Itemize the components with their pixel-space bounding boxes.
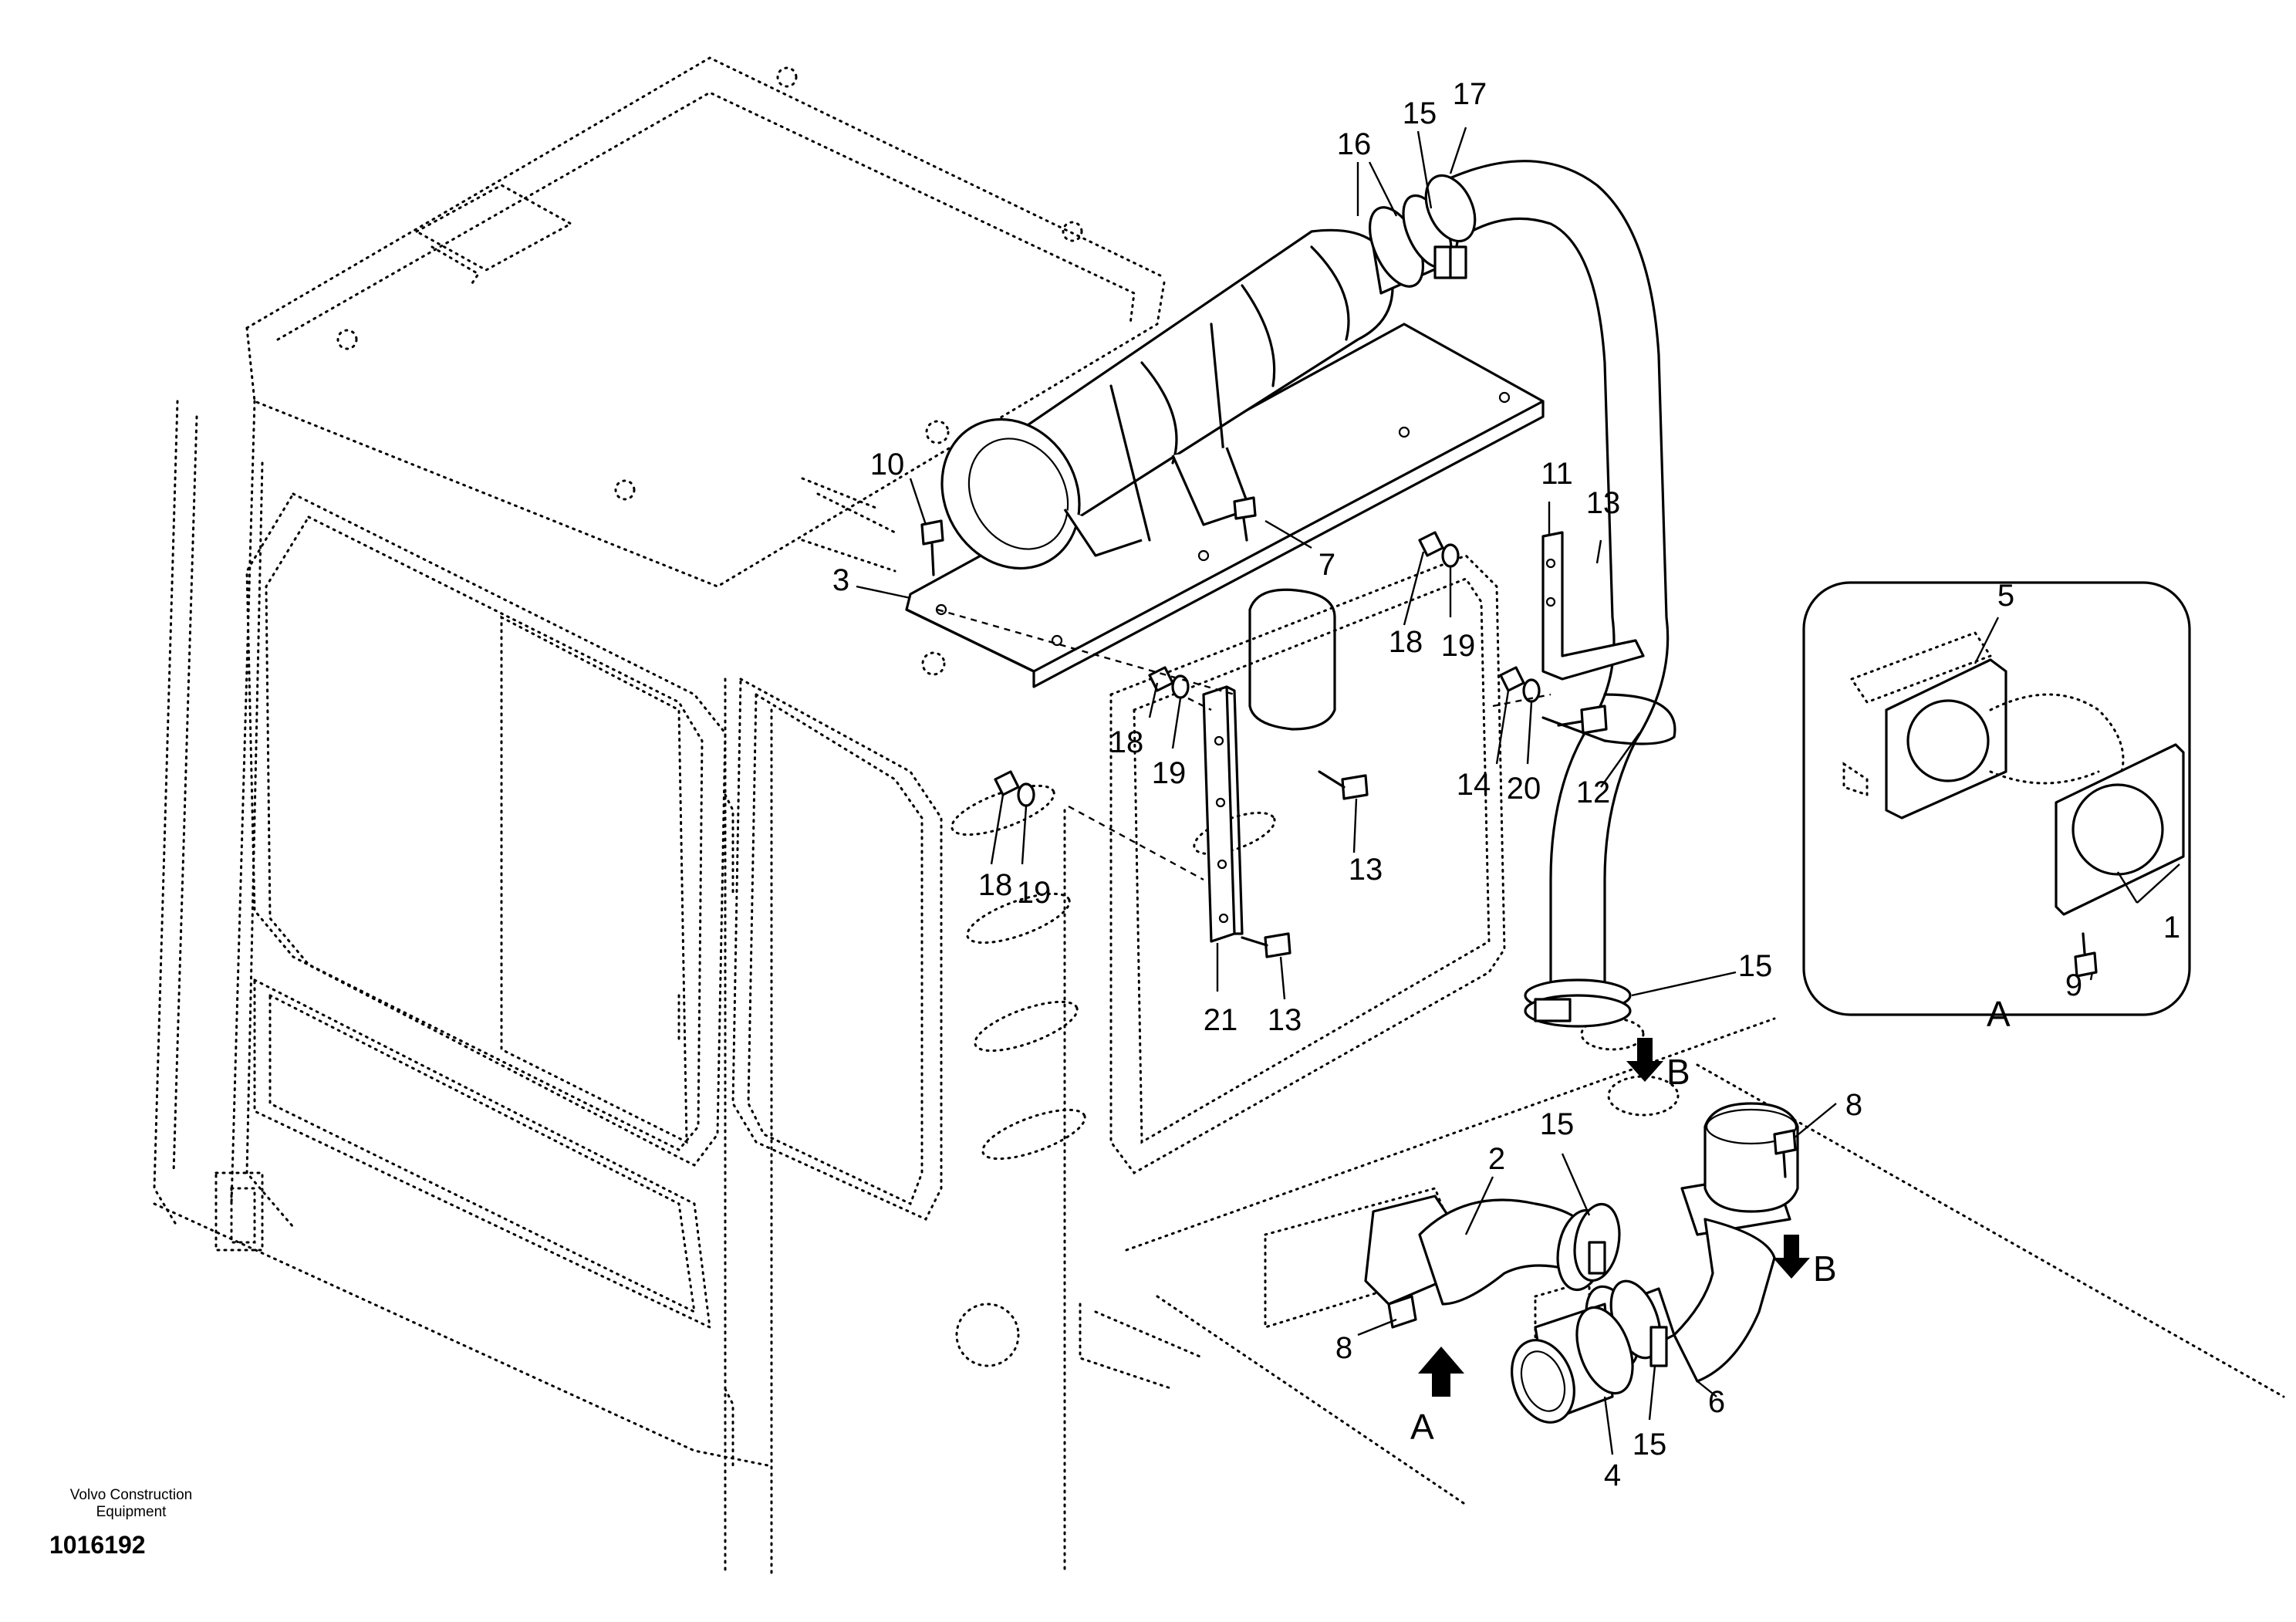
callout-17: 17 bbox=[1453, 77, 1487, 111]
view-label-b-lower: B bbox=[1813, 1249, 1837, 1289]
callout-7: 7 bbox=[1319, 548, 1335, 582]
cab-outline bbox=[153, 56, 2285, 1576]
company-name-line1: Volvo Construction bbox=[70, 1487, 192, 1503]
callout-19-upper: 19 bbox=[1441, 629, 1476, 663]
callout-15-bottom: 15 bbox=[1633, 1428, 1667, 1461]
detail-view-label-a: A bbox=[1987, 994, 2011, 1034]
callout-9: 9 bbox=[2065, 968, 2082, 1002]
air-hose bbox=[1424, 160, 1676, 1028]
callout-6: 6 bbox=[1708, 1385, 1725, 1419]
view-label-b-upper: B bbox=[1666, 1052, 1690, 1092]
callout-labels: 16 15 17 10 7 3 11 13 18 19 18 19 18 19 … bbox=[832, 77, 2180, 1492]
detail-view-a bbox=[1802, 581, 2191, 1016]
callout-1: 1 bbox=[2163, 911, 2180, 944]
callout-2: 2 bbox=[1488, 1142, 1505, 1176]
callout-15-duct: 15 bbox=[1540, 1107, 1575, 1141]
callout-18-upper: 18 bbox=[1389, 625, 1423, 659]
arrow-b-lower-icon bbox=[1773, 1235, 1810, 1279]
callout-11: 11 bbox=[1541, 457, 1573, 491]
lower-duct-4 bbox=[1511, 1303, 1634, 1424]
callout-16: 16 bbox=[1337, 127, 1372, 161]
callout-8-upper: 8 bbox=[1845, 1088, 1862, 1122]
callout-15-hose: 15 bbox=[1738, 949, 1773, 983]
filter-assembly bbox=[940, 194, 1467, 570]
bracket-11 bbox=[1541, 531, 1645, 681]
callout-8-lower: 8 bbox=[1335, 1331, 1352, 1365]
callout-5: 5 bbox=[1997, 579, 2014, 613]
callout-14: 14 bbox=[1457, 768, 1491, 802]
callout-12: 12 bbox=[1576, 776, 1611, 809]
view-arrows bbox=[1418, 1038, 1810, 1397]
footer: Volvo Construction Equipment 1016192 bbox=[49, 1487, 192, 1559]
callout-19-lower: 19 bbox=[1017, 876, 1052, 910]
drawing-number: 1016192 bbox=[49, 1531, 146, 1559]
callout-15-top: 15 bbox=[1403, 96, 1437, 130]
callout-13-middle: 13 bbox=[1349, 853, 1383, 887]
callout-18-lower: 18 bbox=[978, 868, 1013, 902]
callout-3: 3 bbox=[832, 563, 849, 597]
arrow-a-icon bbox=[1418, 1347, 1464, 1397]
view-label-a: A bbox=[1410, 1407, 1434, 1447]
callout-21: 21 bbox=[1204, 1003, 1238, 1037]
lower-duct-2 bbox=[1364, 1195, 1621, 1329]
callout-18-middle: 18 bbox=[1109, 725, 1144, 759]
callout-10: 10 bbox=[870, 448, 905, 482]
callout-4: 4 bbox=[1604, 1458, 1621, 1492]
hardware bbox=[920, 496, 1608, 958]
callout-19-middle: 19 bbox=[1152, 756, 1187, 790]
leader-lines bbox=[856, 127, 2180, 1455]
company-name-line2: Equipment bbox=[96, 1504, 167, 1520]
callout-13-top: 13 bbox=[1586, 486, 1621, 520]
callout-20: 20 bbox=[1507, 772, 1541, 806]
arrow-b-upper-icon bbox=[1626, 1038, 1663, 1082]
bolt-8-upper bbox=[1773, 1129, 1797, 1178]
view-letters: A B B A bbox=[1410, 994, 2011, 1447]
bracket-21 bbox=[1202, 685, 1244, 943]
callout-13-lower: 13 bbox=[1268, 1003, 1302, 1037]
